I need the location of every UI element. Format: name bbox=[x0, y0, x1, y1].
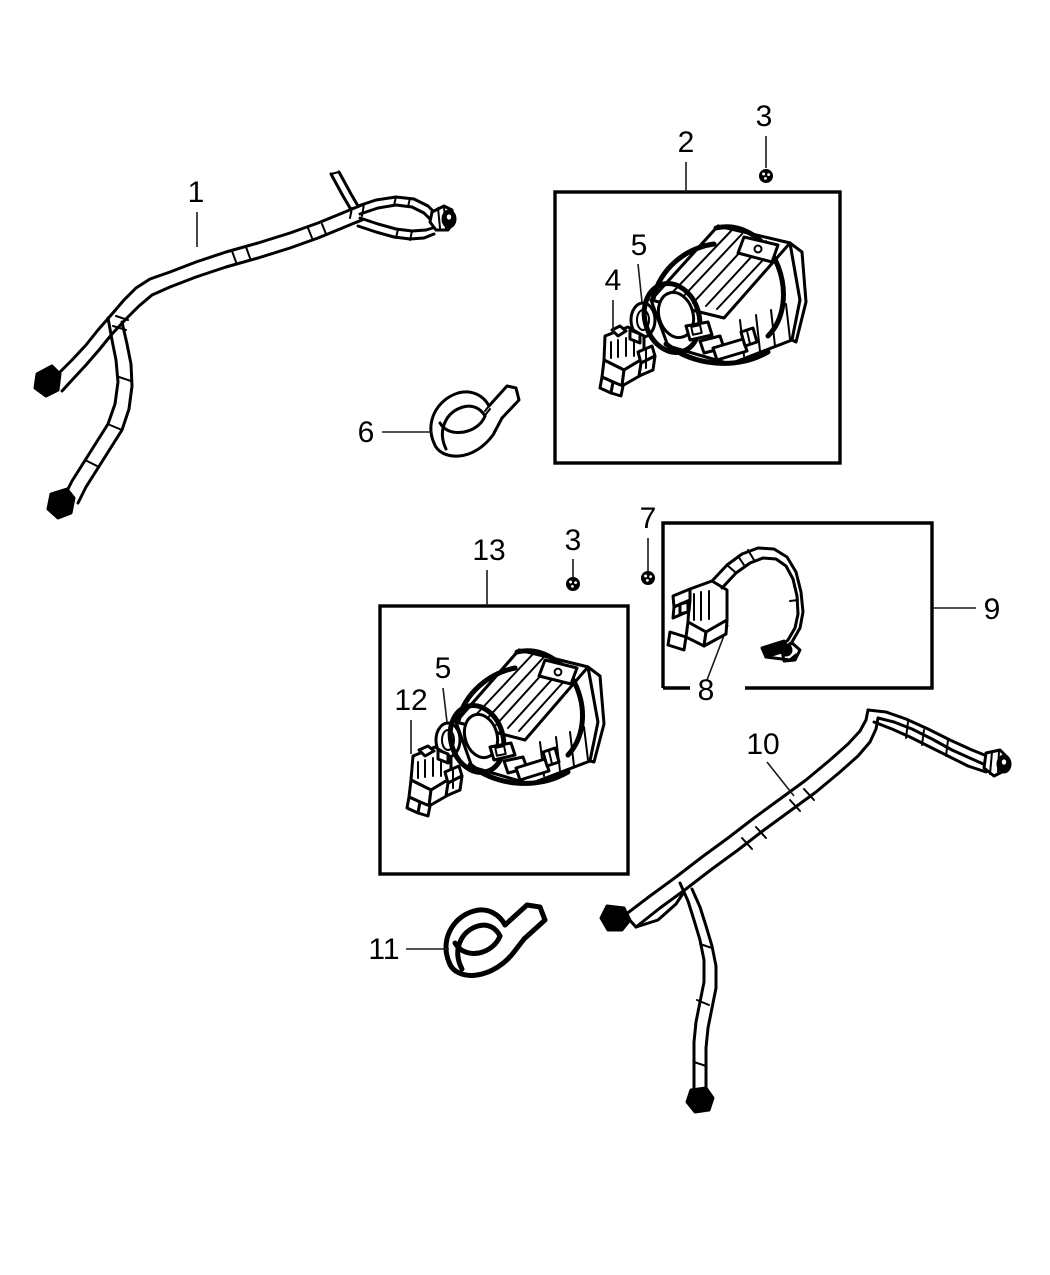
tube-1-left-fitting-a bbox=[33, 364, 62, 398]
callout-label-3-lower: 3 bbox=[565, 524, 582, 557]
callout-3-lower: 3 bbox=[565, 524, 582, 591]
callout-label-4: 4 bbox=[605, 264, 622, 297]
vapor-canister-upper bbox=[641, 224, 808, 366]
part-1-vapor-tube-upper bbox=[33, 170, 457, 520]
callout-4: 4 bbox=[605, 264, 622, 334]
callout-5-upper: 5 bbox=[631, 229, 648, 303]
callout-label-7: 7 bbox=[640, 502, 657, 535]
callout-label-12: 12 bbox=[394, 684, 427, 717]
purge-solenoid-assembly bbox=[666, 546, 805, 663]
tube-1-left-fitting-b bbox=[46, 487, 76, 520]
callout-label-3-upper: 3 bbox=[756, 100, 773, 133]
callout-5-lower: 5 bbox=[435, 652, 452, 723]
callout-label-5-lower: 5 bbox=[435, 652, 452, 685]
tube-10-right-fitting bbox=[982, 748, 1012, 778]
callout-12: 12 bbox=[394, 684, 428, 754]
part-10-vapor-tube-lower bbox=[599, 708, 1012, 1114]
callout-label-10: 10 bbox=[746, 728, 779, 761]
fastener-dot-lower bbox=[566, 577, 580, 591]
callout-11: 11 bbox=[368, 933, 449, 966]
tube-1-right-fitting bbox=[428, 204, 457, 232]
part-6-vapor-hose bbox=[429, 384, 521, 458]
callout-label-11: 11 bbox=[368, 933, 399, 966]
callout-7: 7 bbox=[640, 502, 657, 585]
callout-6: 6 bbox=[358, 416, 432, 449]
callout-13: 13 bbox=[472, 534, 506, 606]
callout-label-2: 2 bbox=[678, 126, 695, 159]
leak-detection-pump-upper bbox=[598, 324, 657, 398]
callout-label-13: 13 bbox=[472, 534, 505, 567]
canister-box-upper bbox=[553, 190, 842, 465]
canister-box-lower bbox=[378, 604, 630, 876]
part-11-vapor-hose bbox=[443, 902, 548, 978]
callout-2: 2 bbox=[678, 126, 695, 192]
fastener-dot-upper bbox=[759, 169, 773, 183]
tube-10-left-fitting bbox=[599, 904, 632, 932]
callout-3-upper: 3 bbox=[756, 100, 773, 183]
vapor-canister-lower bbox=[447, 648, 606, 786]
fastener-dot-purge bbox=[641, 571, 655, 585]
callout-9: 9 bbox=[932, 593, 1000, 626]
callout-1: 1 bbox=[188, 176, 205, 247]
callout-10: 10 bbox=[746, 728, 795, 797]
callout-label-5-upper: 5 bbox=[631, 229, 648, 262]
callout-label-9: 9 bbox=[984, 593, 1001, 626]
callout-label-6: 6 bbox=[358, 416, 375, 449]
leak-detection-pump-lower bbox=[405, 744, 464, 818]
tube-10-bottom-fitting bbox=[685, 1086, 715, 1114]
callout-label-8: 8 bbox=[698, 674, 715, 707]
purge-line-box-group bbox=[661, 521, 934, 690]
callout-label-1: 1 bbox=[188, 176, 205, 209]
